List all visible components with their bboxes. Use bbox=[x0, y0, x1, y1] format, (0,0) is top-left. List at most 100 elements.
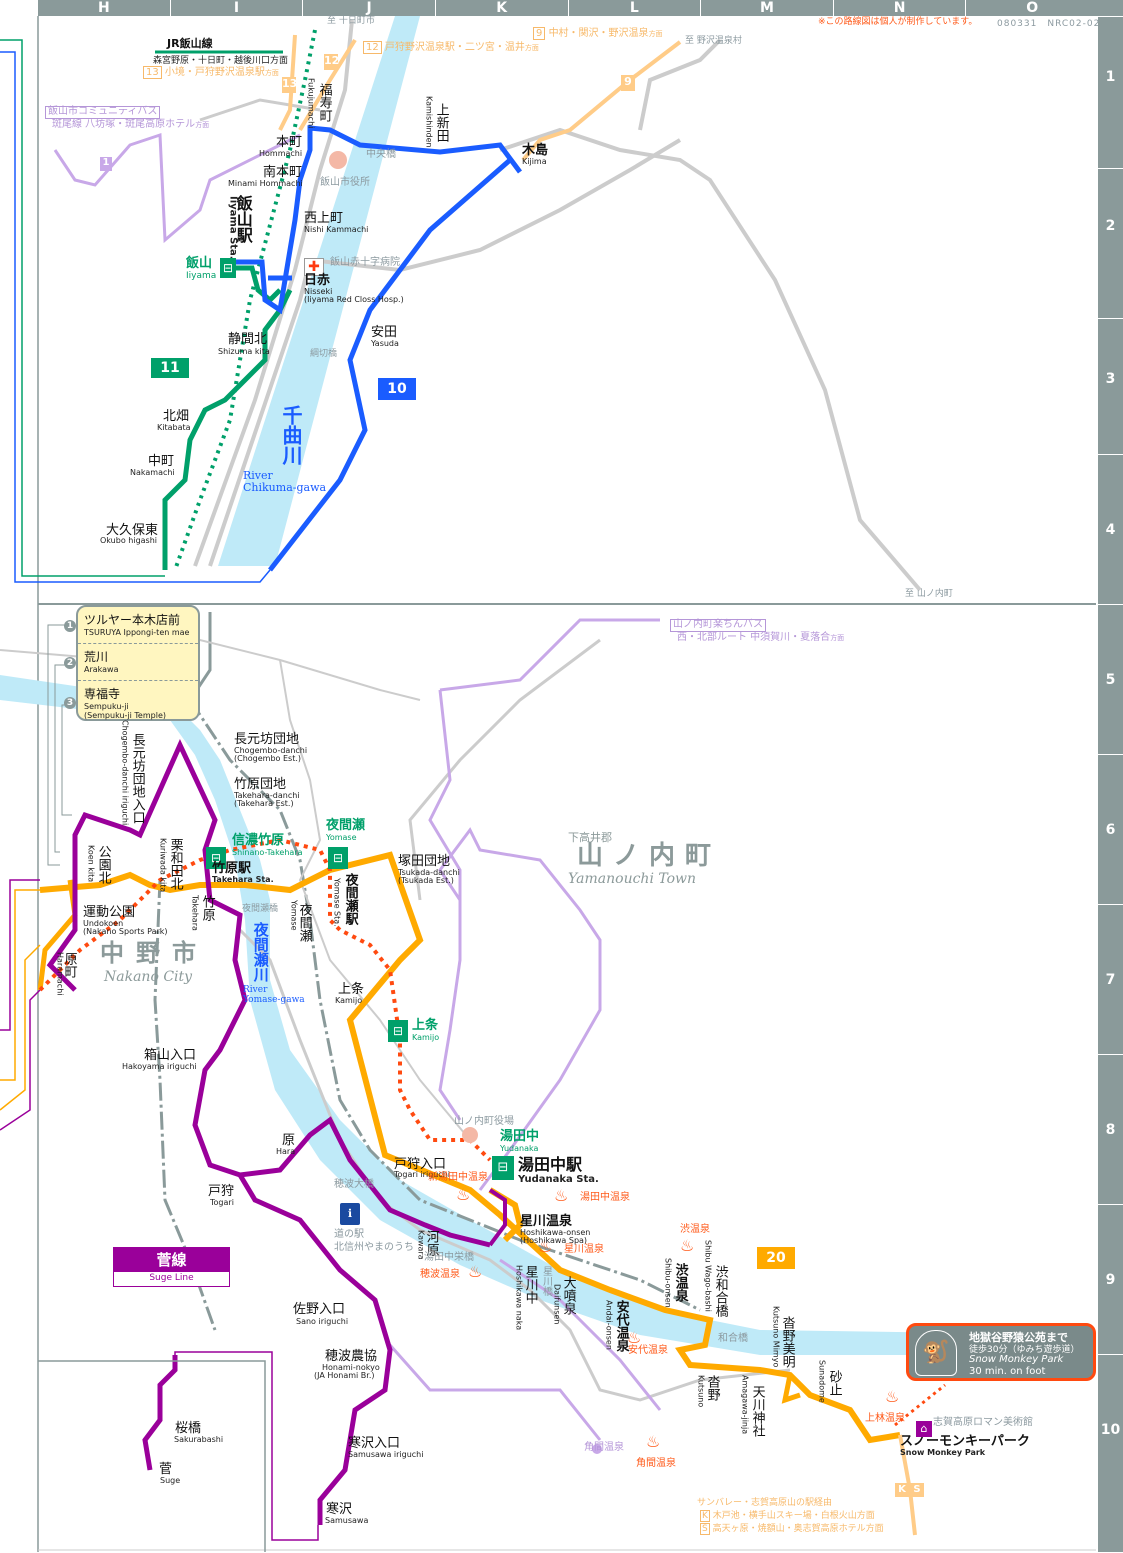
stop-shizuma-kita: 静間北 bbox=[228, 332, 268, 347]
yomase-bridge-label: 夜間瀬橋 bbox=[242, 904, 279, 914]
stop-samusawa: 寒沢 bbox=[326, 1502, 353, 1517]
col-i: I bbox=[171, 0, 304, 16]
stop-amagawa-jinja: 天川神社 bbox=[749, 1385, 765, 1437]
rakuchin-bus-line: 西・北部ルート 中須賀川・夏落合方面 bbox=[677, 632, 845, 644]
stop-undokoen-en: Undokoen bbox=[83, 919, 124, 928]
tsunagiri-bridge-label: 綱切橋 bbox=[310, 349, 338, 359]
stop-undokoen-en2: (Nakano Sports Park) bbox=[83, 927, 168, 936]
yudanaka-sakae-bridge-label: 湯田中栄橋 bbox=[424, 1252, 474, 1263]
iiyama-station-jp: 飯山駅 bbox=[233, 195, 253, 243]
legend-2-jp: 荒川 bbox=[84, 650, 109, 664]
stop-togari-en: Togari bbox=[210, 1198, 234, 1207]
train-station-icon: ⊟ bbox=[328, 847, 348, 869]
stop-hoshikawa-onsen-en: Hoshikawa-onsen bbox=[520, 1228, 591, 1237]
to-tokamachi-label: 至 十日町市 bbox=[327, 16, 375, 26]
stop-andai-onsen-en: Andai-onsen bbox=[604, 1300, 614, 1350]
hot-spring-icon: ♨ bbox=[627, 1328, 642, 1347]
iiyama-rail-jp: 飯山 bbox=[186, 256, 213, 271]
stop-nisseki-en2: (Iiyama Red Closs Hosp.) bbox=[304, 295, 404, 304]
route13-destination: 13 小境・戸狩野沢温泉駅方面 bbox=[143, 66, 279, 79]
stop-kuriwada-kita-en: Kuriwada kita bbox=[158, 838, 168, 893]
stop-togari: 戸狩 bbox=[208, 1184, 235, 1199]
stop-okubo-higashi-en: Okubo higashi bbox=[100, 536, 158, 545]
stop-shizuma-kita-en: Shizuma kita bbox=[218, 347, 270, 356]
legend-3-jp: 専福寺 bbox=[84, 687, 121, 701]
stop-minami-hommachi-en: Minami Hommachi bbox=[228, 179, 303, 188]
row-6: 6 bbox=[1098, 754, 1123, 905]
stop-takehara-en: Takehara bbox=[190, 895, 200, 931]
rail-yomase-en: Yomase bbox=[326, 833, 357, 842]
stop-honami-nokyo: 穂波農協 bbox=[325, 1349, 378, 1364]
stop-yomase-en: Yomase bbox=[289, 900, 299, 931]
ks-k-destination: K 木戸池・横手山スキー場・白根火山方面 bbox=[700, 1510, 875, 1522]
disclaimer: ※この路線図は個人が制作しています。 bbox=[818, 17, 978, 27]
stop-hommachi-en: Hommachi bbox=[259, 149, 303, 158]
route10-badge: 10 bbox=[378, 378, 416, 400]
community-bus-badge: 1 bbox=[100, 157, 112, 171]
stop-yasuda-en: Yasuda bbox=[371, 339, 399, 348]
hot-spring-icon: ♨ bbox=[554, 1186, 569, 1205]
stop-sakurabashi-en: Sakurabashi bbox=[174, 1435, 224, 1444]
onsen-kakuma-lav: 角間温泉 bbox=[584, 1442, 624, 1453]
stop-tsukada-danchi-en2: (Tsukada Est.) bbox=[398, 876, 454, 885]
monkey-line2: 徒歩30分（ゆみち遊歩道） bbox=[969, 1345, 1080, 1355]
legend-2-en: Arakawa bbox=[84, 665, 119, 674]
stop-kamijo: 上条 bbox=[338, 982, 365, 997]
stop-kamishinden: 上新田 bbox=[433, 103, 449, 142]
stop-samusawa-iriguchi: 寒沢入口 bbox=[348, 1436, 401, 1451]
monkey-line1: 地獄谷野猿公苑まで bbox=[969, 1331, 1068, 1344]
chuo-bridge-label: 中央橋 bbox=[366, 149, 396, 160]
stop-koen-kita: 公園北 bbox=[95, 845, 111, 884]
community-bus-title: 飯山市コミュニティバス bbox=[45, 106, 161, 119]
stop-hoshikawa-naka: 星川中 bbox=[522, 1265, 538, 1304]
stop-kutsuno-mimyo: 沓野美明 bbox=[779, 1316, 795, 1368]
route9-number: 9 bbox=[533, 27, 546, 40]
stop-shibu-wago-bashi-en: Shibu Wago-bashi bbox=[703, 1240, 713, 1312]
rakuchin-bus-title: 山ノ内町楽ちんバス bbox=[670, 619, 766, 632]
onsen-hoshikawa: 星川温泉 bbox=[564, 1244, 604, 1255]
river-yomase-jp: 夜間瀬川 bbox=[251, 922, 270, 982]
stop-takehara-danchi-en: Takehara-danchi bbox=[234, 791, 300, 800]
stop-daifunsen: 大噴泉 bbox=[560, 1276, 576, 1315]
bus-station-yudanaka: 湯田中駅 bbox=[518, 1155, 583, 1174]
rakuchin-bus-suffix: 方面 bbox=[830, 634, 845, 642]
stop-hara-en: Hara bbox=[276, 1147, 296, 1156]
legend-1-en: TSURUYA Ippongi-ten mae bbox=[84, 628, 190, 637]
stop-togari-iriguchi: 戸狩入口 bbox=[394, 1157, 447, 1172]
honami-bridge-label: 穂波大橋 bbox=[334, 1179, 374, 1190]
legend-3-en2: (Sempuku-ji Temple) bbox=[84, 711, 166, 720]
rail-kamijo: 上条 bbox=[412, 1018, 439, 1033]
monkey-line3: Snow Monkey Park bbox=[969, 1354, 1064, 1365]
stop-hakoyama-iriguchi: 箱山入口 bbox=[144, 1048, 197, 1063]
iiyama-rail-en: Iiyama bbox=[186, 271, 217, 281]
legend-row-1: ツルヤー本木店前 TSURUYA Ippongi-ten mae bbox=[78, 607, 198, 644]
row-5: 5 bbox=[1098, 604, 1123, 755]
stop-togari-iriguchi-en: Togari iriguchi bbox=[394, 1170, 451, 1179]
onsen-honami: 穂波温泉 bbox=[420, 1269, 460, 1280]
stop-sano-iriguchi: 佐野入口 bbox=[293, 1302, 346, 1317]
stop-nishi-kammachi-en: Nishi Kammachi bbox=[304, 225, 369, 234]
stop-sunadome: 砂止 bbox=[826, 1370, 842, 1396]
rail-kamijo-en: Kamijo bbox=[412, 1033, 440, 1042]
stop-tsukada-danchi: 塚田団地 bbox=[398, 854, 451, 869]
stop-legend-box: ツルヤー本木店前 TSURUYA Ippongi-ten mae 荒川 Arak… bbox=[76, 605, 200, 721]
hot-spring-icon: ♨ bbox=[646, 1432, 661, 1451]
stop-nakamachi: 中町 bbox=[148, 454, 175, 469]
k-label: K bbox=[700, 1510, 710, 1522]
community-bus-line-text: 斑尾線 八坊塚・斑尾高原ホテル bbox=[52, 119, 196, 130]
town-yamanouchi-jp: 山ノ内町 bbox=[577, 841, 722, 871]
legend-marker-3: 3 bbox=[64, 697, 76, 709]
bus-station-takehara: 竹原駅 bbox=[212, 861, 252, 876]
stop-shibu-onsen-en: Shibu-onsen bbox=[663, 1258, 673, 1308]
stop-chogembo-danchi-en2: (Chogembo Est.) bbox=[234, 754, 302, 763]
city-nakano-jp: 中野市 bbox=[100, 938, 208, 967]
col-j: J bbox=[303, 0, 436, 16]
county-label: 下高井郡 bbox=[568, 831, 612, 844]
stop-kitabata-en: Kitabata bbox=[157, 423, 191, 432]
stop-kijima-en: Kijima bbox=[522, 157, 547, 166]
michinoeki-name: 北信州やまのうち bbox=[334, 1242, 414, 1253]
stop-takehara-danchi-en2: (Takehara Est.) bbox=[234, 799, 294, 808]
row-1: 1 bbox=[1098, 16, 1123, 169]
stop-snow-monkey-park-en: Snow Monkey Park bbox=[900, 1448, 986, 1457]
